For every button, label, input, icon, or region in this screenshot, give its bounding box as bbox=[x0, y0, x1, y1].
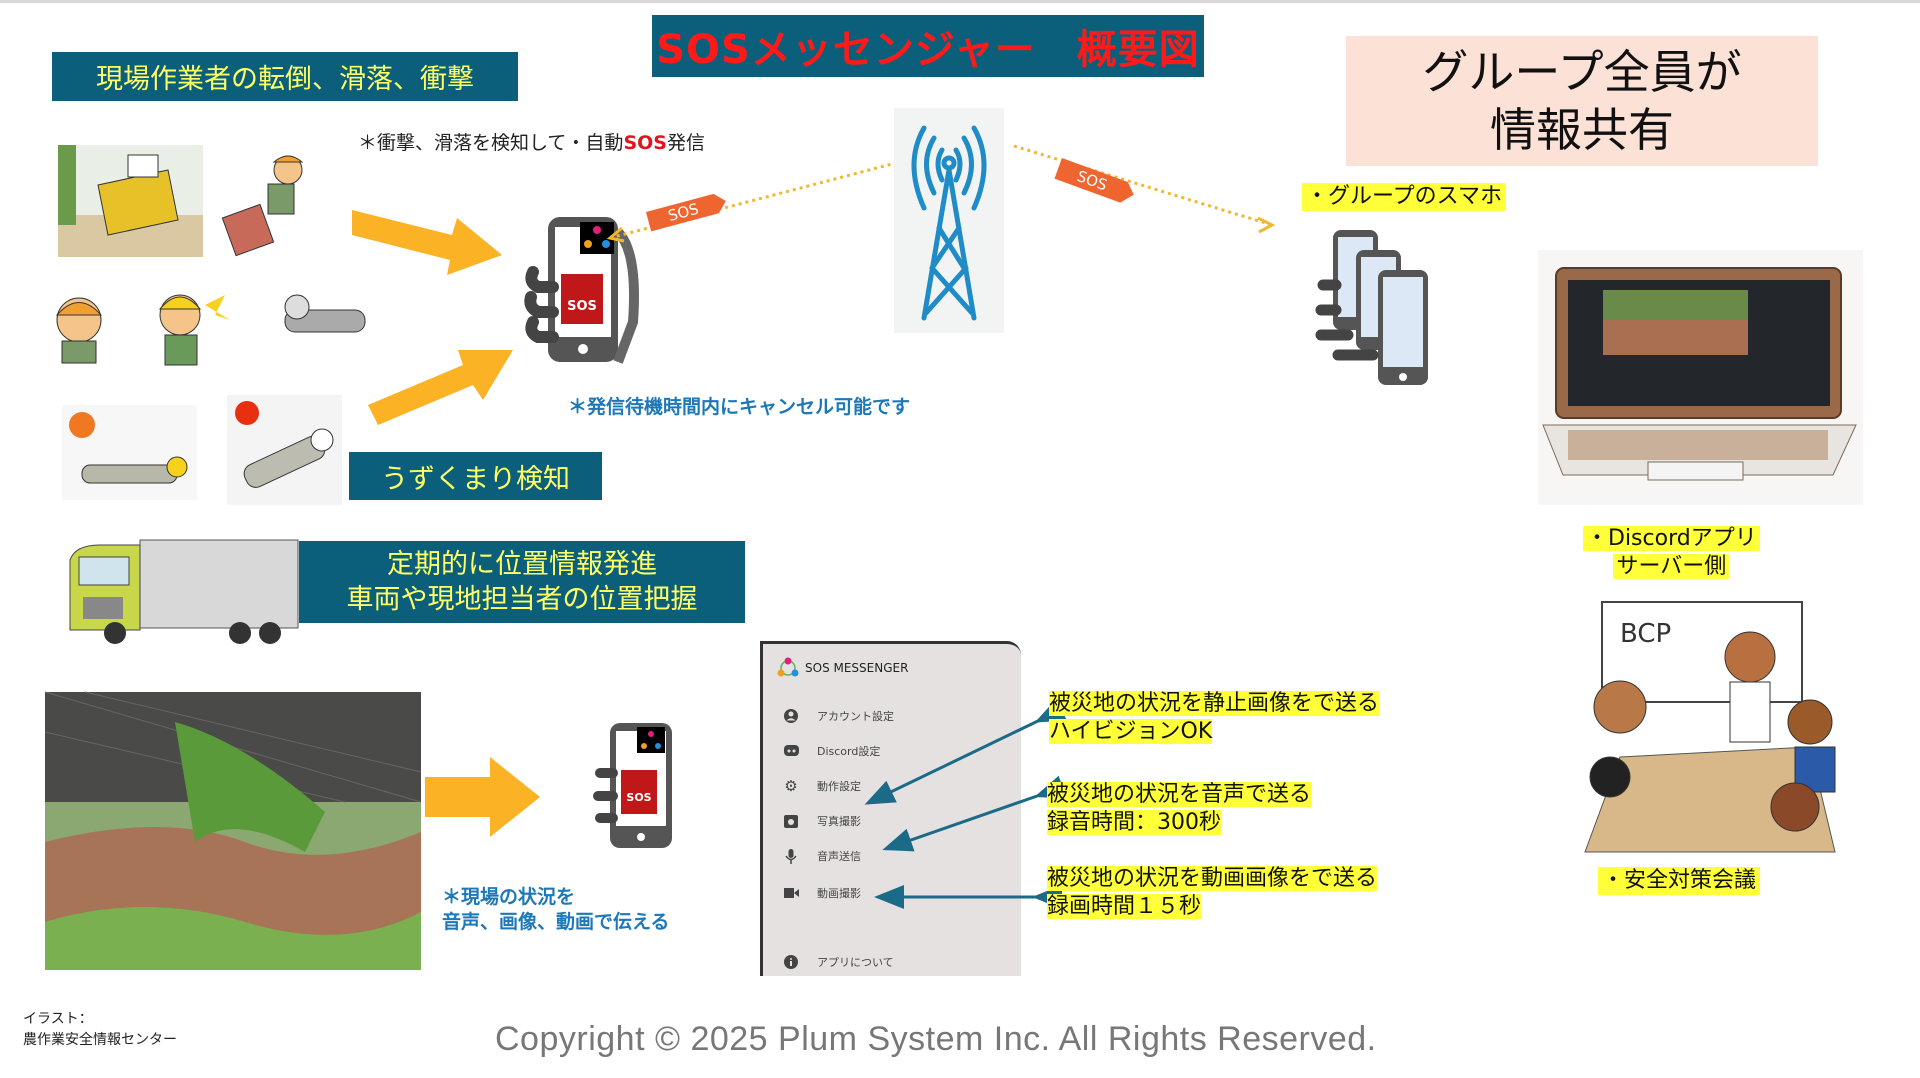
feature-voice: 被災地の状況を音声で送る 録音時間：300秒 bbox=[1047, 781, 1312, 837]
feature-photo-line2: ハイビジョンOK bbox=[1049, 719, 1213, 744]
microphone-icon bbox=[783, 848, 799, 864]
menu-item-video[interactable]: 動画撮影 bbox=[783, 885, 861, 901]
detect-note-sos: SOS bbox=[623, 132, 667, 154]
location-header-line2: 車両や現地担当者の位置把握 bbox=[346, 584, 698, 615]
crouch-detection-header: うずくまり検知 bbox=[349, 452, 602, 500]
sos-tag-1: SOS bbox=[666, 200, 700, 225]
arrow-right-3 bbox=[425, 757, 540, 837]
menu-item-label: Discord設定 bbox=[817, 745, 881, 758]
top-border bbox=[0, 0, 1920, 3]
reporting-phone-illustration: SOS bbox=[593, 723, 672, 848]
discord-icon bbox=[783, 743, 799, 759]
cell-tower-icon bbox=[894, 108, 1004, 333]
menu-item-operation-settings[interactable]: ⚙ 動作設定 bbox=[783, 777, 861, 795]
credit-line1: イラスト： bbox=[23, 1011, 93, 1027]
cancel-note: ＊発信待機時間内にキャンセル可能です bbox=[568, 396, 911, 418]
group-phones-label: ・グループのスマホ bbox=[1302, 183, 1507, 211]
location-header: 定期的に位置情報発進 車両や現地担当者の位置把握 bbox=[299, 541, 745, 623]
landslide-photo bbox=[44, 691, 422, 970]
menu-item-discord[interactable]: Discord設定 bbox=[783, 743, 880, 759]
signal-path-phone-to-tower: SOS bbox=[606, 152, 918, 243]
menu-item-voice[interactable]: 音声送信 bbox=[783, 848, 861, 864]
page-title: SOSメッセンジャー 概要図 bbox=[652, 15, 1204, 77]
info-share-line1: グループ全員が bbox=[1422, 45, 1742, 99]
menu-item-label: 音声送信 bbox=[817, 850, 861, 863]
arrow-photo bbox=[864, 698, 1067, 805]
info-icon bbox=[783, 954, 799, 970]
detect-note-prefix: ＊衝撃、滑落を検知して・自動 bbox=[358, 132, 624, 154]
feature-video-line1: 被災地の状況を動画画像をで送る bbox=[1047, 866, 1378, 891]
menu-item-label: アプリについて bbox=[817, 956, 894, 969]
menu-item-label: 動作設定 bbox=[817, 780, 861, 793]
meeting-label: ・安全対策会議 bbox=[1598, 867, 1761, 895]
menu-item-label: 動画撮影 bbox=[817, 887, 861, 900]
lying-worker-illustration bbox=[284, 294, 366, 333]
laptop-discord-illustration bbox=[1538, 250, 1863, 505]
feature-photo: 被災地の状況を静止画像をで送る ハイビジョンOK bbox=[1049, 690, 1380, 746]
report-note-line1: ＊現場の状況を bbox=[442, 886, 576, 908]
camera-icon bbox=[783, 813, 799, 829]
discord-label-line1: ・Discordアプリ bbox=[1583, 526, 1760, 551]
arrow-voice bbox=[882, 775, 1067, 852]
report-note: ＊現場の状況を 音声、画像、動画で伝える bbox=[442, 885, 669, 935]
video-icon bbox=[783, 885, 799, 901]
arrow-right-1 bbox=[352, 210, 502, 275]
bcp-text: BCP bbox=[1620, 619, 1671, 649]
info-share-line2: 情報共有 bbox=[1490, 103, 1674, 157]
heatstroke-worker-illustration bbox=[62, 405, 197, 500]
signal-path-tower-to-group: SOS bbox=[1013, 144, 1276, 234]
fall-detection-header: 現場作業者の転倒、滑落、衝撃 bbox=[52, 52, 518, 101]
feature-voice-line2: 録音時間：300秒 bbox=[1047, 810, 1221, 835]
arrow-right-2 bbox=[368, 350, 513, 425]
bulldozer-accident-illustration bbox=[58, 145, 203, 257]
sender-phone-illustration: SOS bbox=[524, 217, 639, 364]
falling-worker-illustration bbox=[221, 155, 304, 257]
gear-icon: ⚙ bbox=[784, 777, 798, 795]
location-header-line1: 定期的に位置情報発進 bbox=[387, 549, 657, 580]
injured-worker-illustration bbox=[55, 297, 103, 364]
feature-photo-line1: 被災地の状況を静止画像をで送る bbox=[1049, 691, 1380, 716]
discord-label: ・Discordアプリ サーバー側 bbox=[1583, 525, 1760, 581]
discord-label-line2: サーバー側 bbox=[1613, 554, 1730, 579]
feature-video-line2: 録画時間１５秒 bbox=[1047, 894, 1202, 919]
struck-worker-illustration bbox=[158, 294, 230, 366]
group-phones-illustration bbox=[1315, 230, 1428, 385]
menu-item-about[interactable]: アプリについて bbox=[783, 954, 894, 970]
credit-line2: 農作業安全情報センター bbox=[23, 1032, 177, 1048]
safety-meeting-illustration: BCP bbox=[1584, 601, 1836, 853]
report-note-line2: 音声、画像、動画で伝える bbox=[442, 911, 670, 933]
menu-item-photo[interactable]: 写真撮影 bbox=[783, 813, 861, 829]
info-share-box: グループ全員が 情報共有 bbox=[1346, 36, 1818, 166]
feature-voice-line1: 被災地の状況を音声で送る bbox=[1047, 782, 1312, 807]
phone-sos-label: SOS bbox=[567, 299, 597, 314]
feature-video: 被災地の状況を動画画像をで送る 録画時間１５秒 bbox=[1047, 865, 1378, 921]
menu-item-label: 写真撮影 bbox=[817, 815, 861, 828]
detect-note: ＊衝撃、滑落を検知して・自動SOS発信 bbox=[358, 128, 705, 155]
detect-note-suffix: 発信 bbox=[666, 132, 705, 154]
account-icon bbox=[783, 708, 799, 724]
feature-arrows bbox=[864, 698, 1067, 909]
app-logo-icon bbox=[777, 657, 799, 677]
copyright: Copyright © 2025 Plum System Inc. All Ri… bbox=[495, 1020, 1377, 1058]
app-menu-header: SOS MESSENGER bbox=[777, 657, 908, 679]
collapsed-worker-illustration bbox=[227, 395, 342, 505]
app-menu-title: SOS MESSENGER bbox=[805, 661, 909, 675]
illustration-credit: イラスト： 農作業安全情報センター bbox=[23, 1009, 177, 1051]
reporting-phone-sos-label: SOS bbox=[626, 791, 651, 804]
truck-illustration bbox=[69, 539, 299, 644]
